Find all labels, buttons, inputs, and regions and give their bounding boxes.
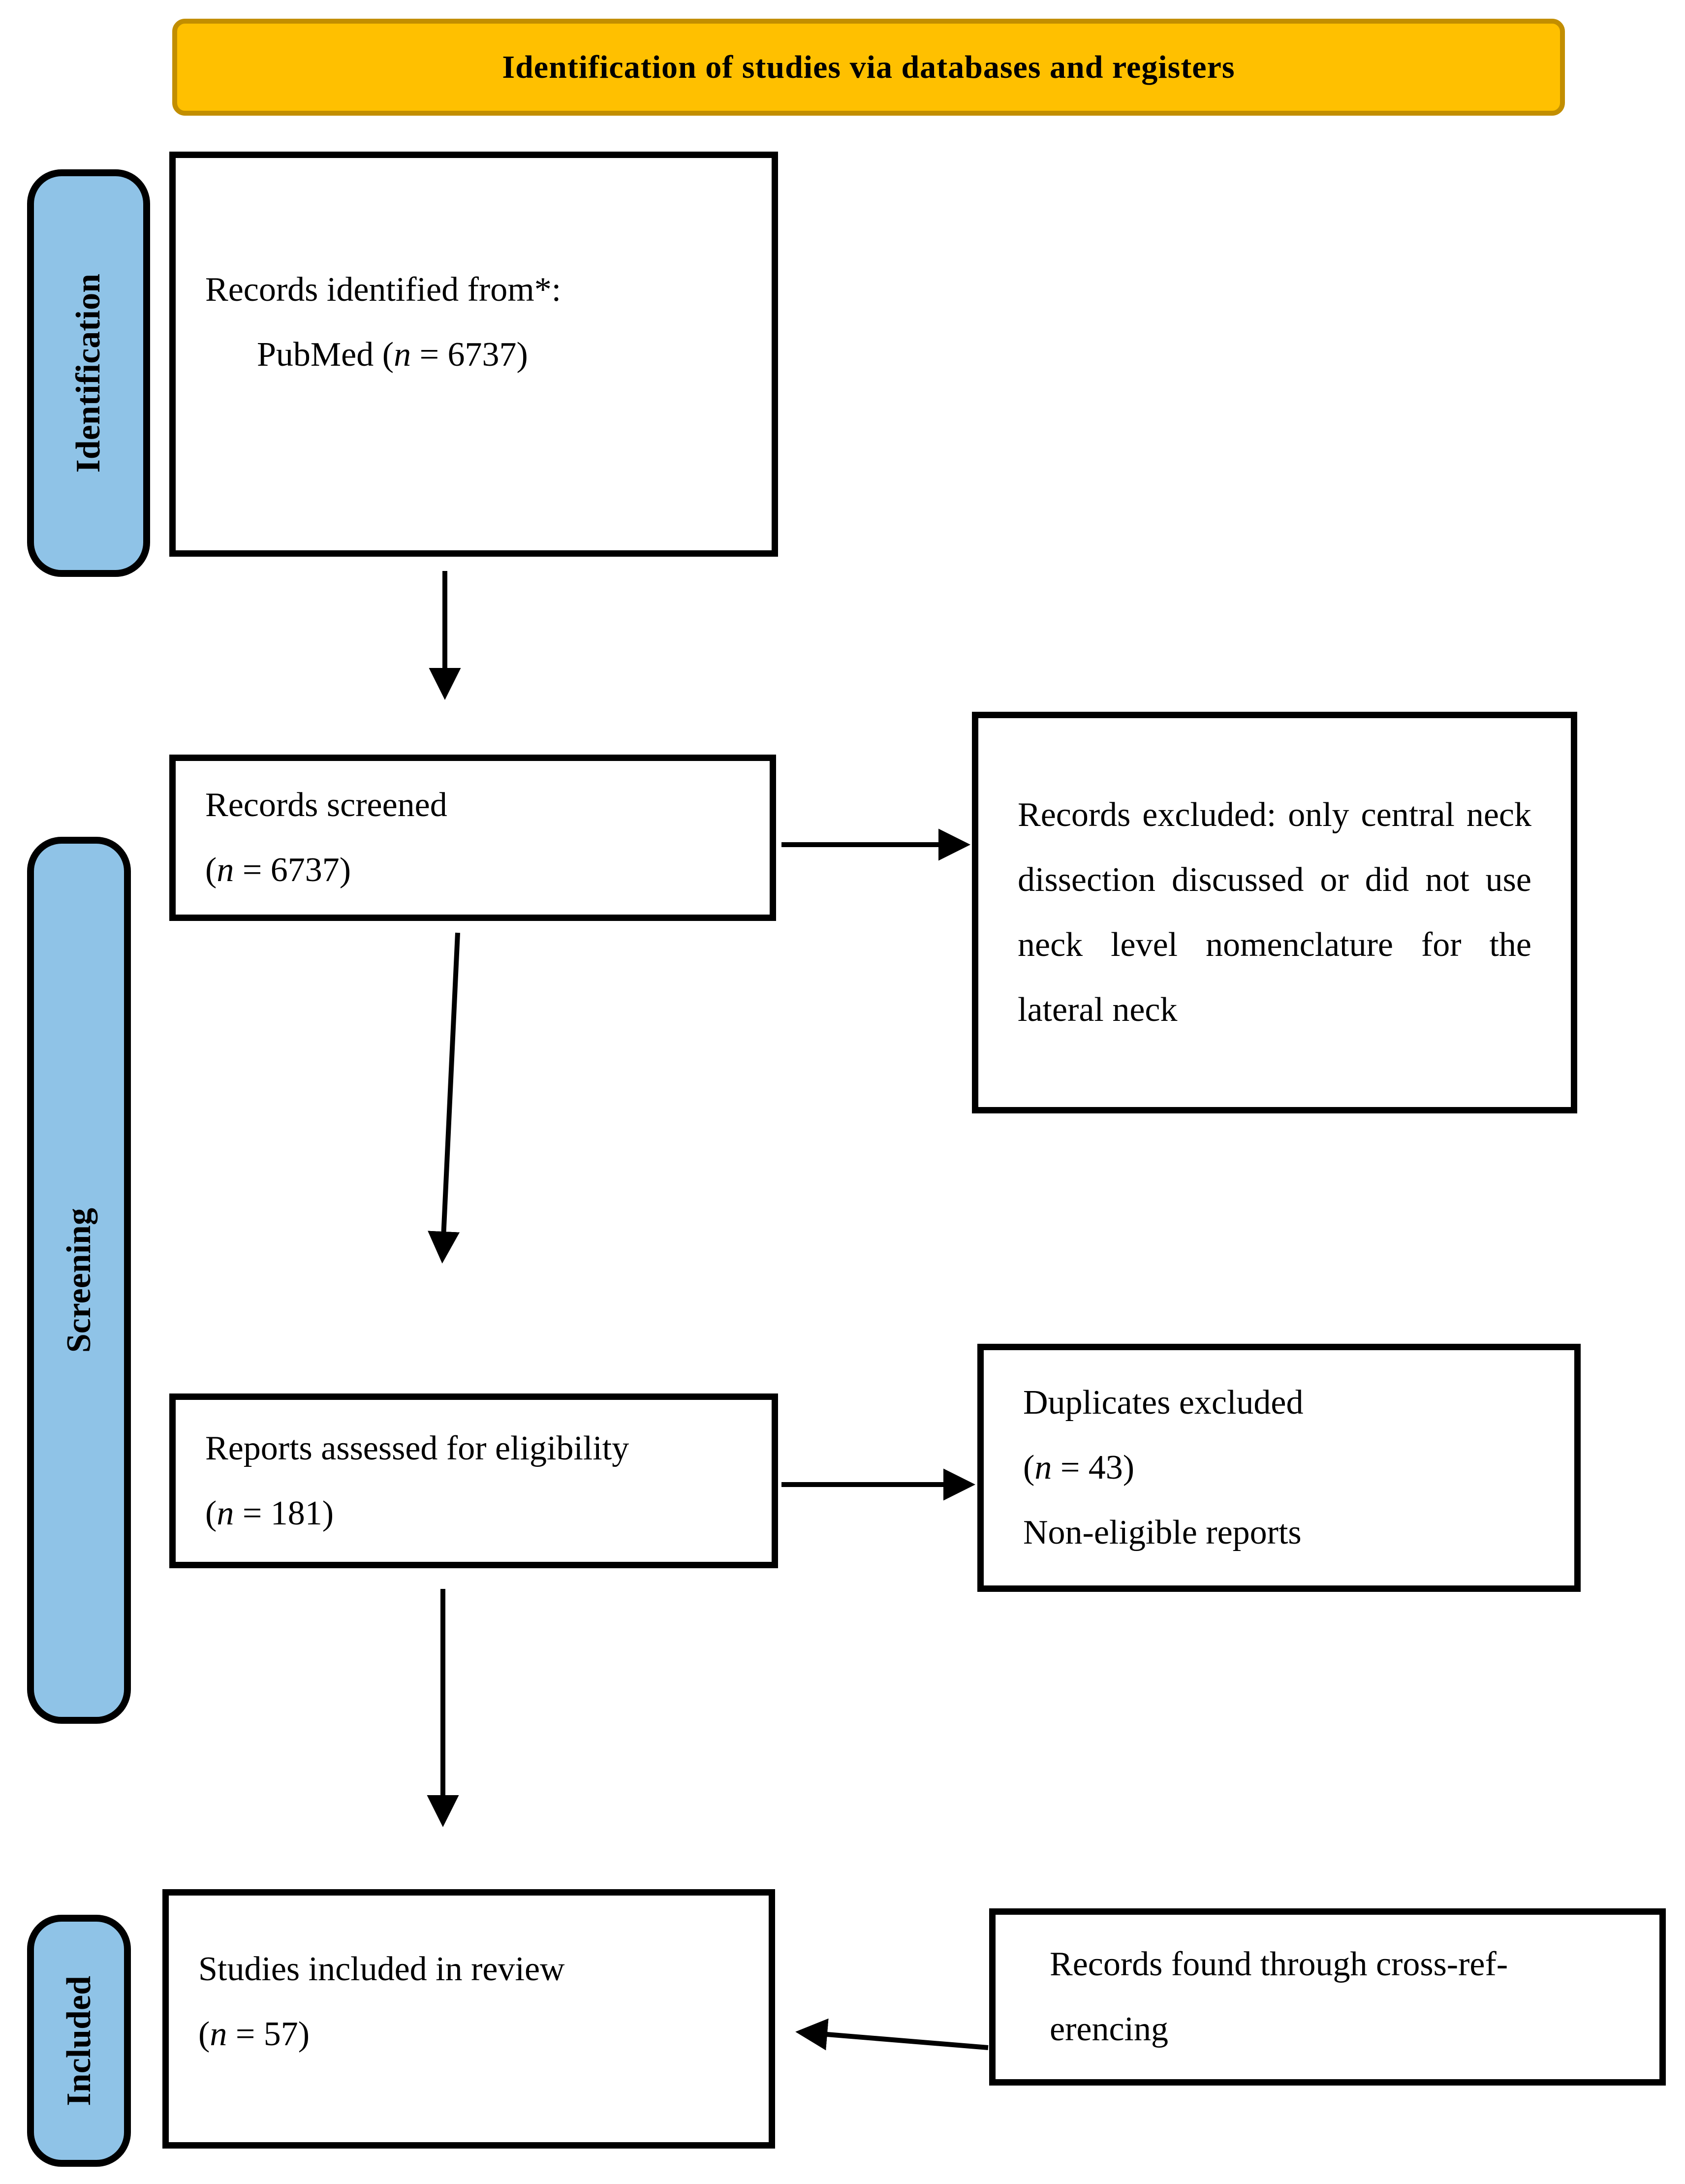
- n-line-prefix: PubMed (: [257, 335, 394, 374]
- header-title: Identification of studies via databases …: [502, 49, 1235, 85]
- box-line: Non-eligible reports: [1023, 1514, 1302, 1551]
- box-line: (n = 57): [198, 2002, 749, 2067]
- stage-label-text: Identification: [69, 273, 107, 473]
- box-line: (n = 43): [1023, 1435, 1545, 1500]
- n-line-suffix: = 43): [1052, 1449, 1135, 1487]
- box-line: Records identified from*:: [205, 270, 562, 309]
- n-variable: n: [210, 2015, 227, 2053]
- n-line-suffix: = 6737): [234, 851, 351, 889]
- n-variable: n: [1034, 1449, 1052, 1487]
- box-line: Duplicates excluded: [1023, 1384, 1304, 1422]
- n-line-suffix: = 181): [234, 1494, 334, 1532]
- n-line-prefix: (: [205, 1494, 217, 1532]
- box-line: Studies included in review: [198, 1950, 565, 1988]
- box-paragraph: Records excluded: only central neck diss…: [1018, 796, 1531, 1029]
- n-line-prefix: (: [198, 2015, 210, 2053]
- stage-label-text: Screening: [60, 1207, 98, 1353]
- box-duplicates-excluded: Duplicates excluded (n = 43) Non-eligibl…: [977, 1344, 1581, 1592]
- box-records-excluded: Records excluded: only central neck diss…: [972, 712, 1577, 1113]
- box-cross-referencing: Records found through cross-ref- erencin…: [989, 1908, 1666, 2086]
- n-variable: n: [394, 335, 411, 374]
- stage-label-included: Included: [27, 1915, 131, 2167]
- stage-label-identification: Identification: [27, 169, 150, 577]
- n-variable: n: [217, 1494, 234, 1532]
- stage-label-text: Included: [60, 1975, 98, 2106]
- stage-label-screening: Screening: [27, 837, 131, 1724]
- arrow-screened-to-assessed: [428, 932, 460, 1264]
- header-banner: Identification of studies via databases …: [172, 19, 1565, 116]
- n-variable: n: [217, 851, 234, 889]
- box-line: Records found through cross-ref-: [1050, 1945, 1508, 1983]
- box-line: PubMed (n = 6737): [257, 322, 742, 387]
- n-line-prefix: (: [205, 851, 217, 889]
- box-line: (n = 6737): [205, 838, 750, 903]
- box-records-screened: Records screened (n = 6737): [169, 755, 776, 921]
- arrow-crossref-to-included: [795, 2018, 989, 2051]
- box-reports-assessed: Reports assessed for eligibility (n = 18…: [169, 1393, 778, 1568]
- box-line: Records screened: [205, 786, 447, 824]
- n-line-suffix: = 57): [227, 2015, 310, 2053]
- box-line: (n = 181): [205, 1481, 752, 1546]
- box-records-identified: Records identified from*: PubMed (n = 67…: [169, 152, 778, 557]
- n-line-suffix: = 6737): [411, 335, 528, 374]
- box-studies-included: Studies included in review (n = 57): [162, 1889, 775, 2149]
- n-line-prefix: (: [1023, 1449, 1035, 1487]
- box-line: erencing: [1050, 2010, 1168, 2048]
- box-line: Reports assessed for eligibility: [205, 1429, 629, 1467]
